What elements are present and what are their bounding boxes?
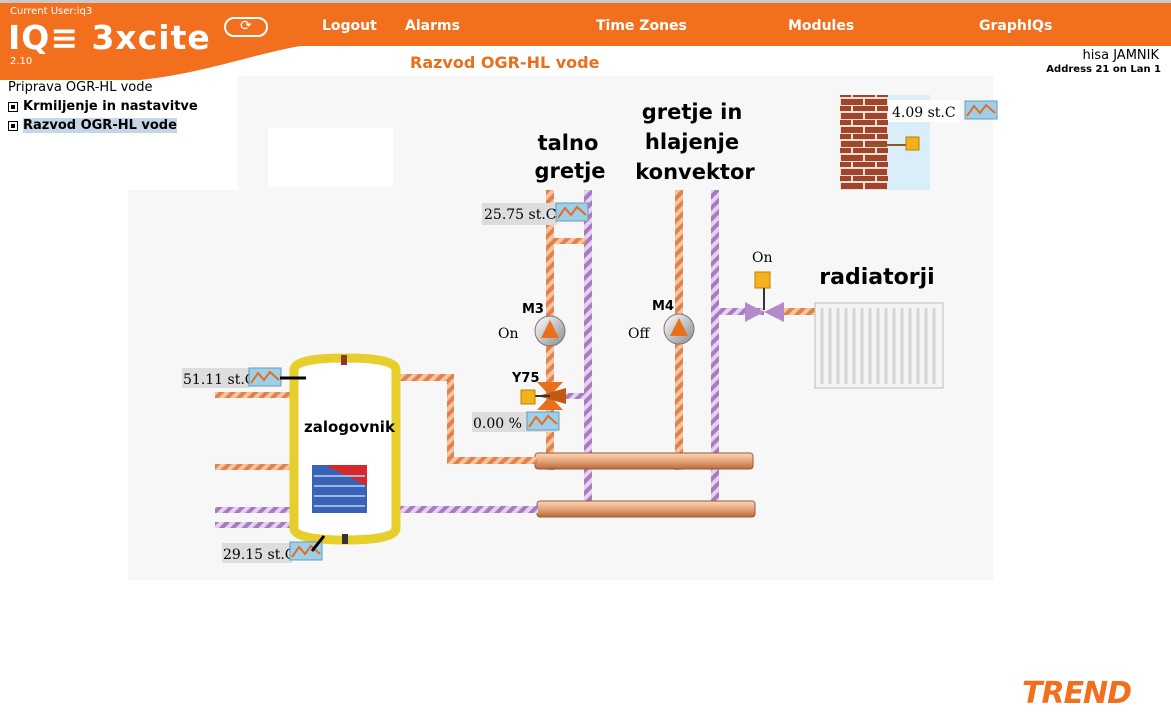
radiator-valve-state: On	[752, 250, 773, 266]
valve-y75-value: 0.00 %	[473, 416, 522, 432]
return-manifold	[536, 500, 756, 518]
pipe-cold	[584, 190, 592, 505]
m4-state: Off	[628, 326, 650, 342]
site-address: Address 21 on Lan 1	[1046, 64, 1161, 75]
top-nav-bar	[0, 0, 1171, 46]
storage-tank-icon	[289, 353, 401, 545]
iq3xcite-logo: IQ≡ 3xcite	[8, 18, 211, 57]
trend-log-icon[interactable]	[964, 100, 998, 120]
top-border	[0, 0, 1171, 3]
pump-m4-icon[interactable]	[663, 313, 695, 345]
nav-logout[interactable]: Logout	[322, 18, 377, 34]
supply-manifold	[534, 452, 754, 470]
nav-modules[interactable]: Modules	[788, 18, 855, 34]
nav-alarms[interactable]: Alarms	[405, 18, 460, 34]
talno-label-2: gretje	[534, 159, 605, 183]
trend-logo: TREND	[1022, 676, 1132, 711]
outside-sensor-icon	[905, 136, 920, 151]
trend-log-icon[interactable]	[555, 202, 589, 222]
bullet-icon	[8, 120, 18, 131]
wall-icon	[840, 95, 888, 190]
sidebar-item-razvod[interactable]: Razvod OGR-HL vode	[8, 118, 198, 133]
logo-swoosh	[0, 46, 300, 80]
sidebar-item-label: Krmiljenje in nastavitve	[23, 99, 198, 114]
mixing-valve-y75-icon[interactable]	[520, 382, 566, 410]
trend-log-icon[interactable]	[526, 411, 560, 431]
blank-panel	[268, 128, 393, 186]
floor-temp-value: 25.75 st.C	[484, 207, 557, 223]
outside-temp-value: 4.09 st.C	[892, 105, 956, 121]
radiatorji-label: radiatorji	[819, 265, 934, 290]
trend-log-icon[interactable]	[248, 367, 282, 387]
gretje-label-3: konvektor	[635, 160, 755, 184]
y75-label: Y75	[511, 371, 540, 386]
refresh-icon: ⟳	[240, 18, 252, 34]
sidebar: Priprava OGR-HL vode Krmiljenje in nasta…	[8, 80, 198, 137]
version-label: 2.10	[10, 56, 33, 67]
m3-label: M3	[522, 302, 544, 317]
sidebar-heading[interactable]: Priprava OGR-HL vode	[8, 80, 153, 95]
pump-m3-icon[interactable]	[534, 315, 566, 347]
sidebar-item-label: Razvod OGR-HL vode	[23, 118, 177, 133]
zalogovnik-label: zalogovnik	[304, 418, 396, 436]
page-title: Razvod OGR-HL vode	[410, 53, 600, 72]
nav-graphiqs[interactable]: GraphIQs	[979, 18, 1053, 34]
refresh-button[interactable]: ⟳	[224, 17, 268, 37]
m4-label: M4	[652, 299, 674, 314]
gretje-label-1: gretje in	[642, 100, 743, 124]
current-user-label: Current User:iq3	[10, 6, 93, 17]
nav-time-zones[interactable]: Time Zones	[596, 18, 687, 34]
site-name: hisa JAMNIK	[1082, 48, 1159, 63]
tank-top-temp-value: 51.11 st.C	[183, 372, 256, 388]
pipe-cold	[711, 190, 719, 505]
gretje-label-2: hlajenje	[645, 130, 739, 154]
bullet-icon	[8, 101, 18, 112]
m3-state: On	[498, 326, 519, 342]
talno-label-1: talno	[538, 131, 599, 155]
tank-bottom-temp-value: 29.15 st.C	[223, 547, 296, 563]
radiator-icon	[814, 302, 944, 389]
radiator-valve-icon[interactable]	[745, 271, 784, 322]
sidebar-item-krmiljenje[interactable]: Krmiljenje in nastavitve	[8, 99, 198, 114]
